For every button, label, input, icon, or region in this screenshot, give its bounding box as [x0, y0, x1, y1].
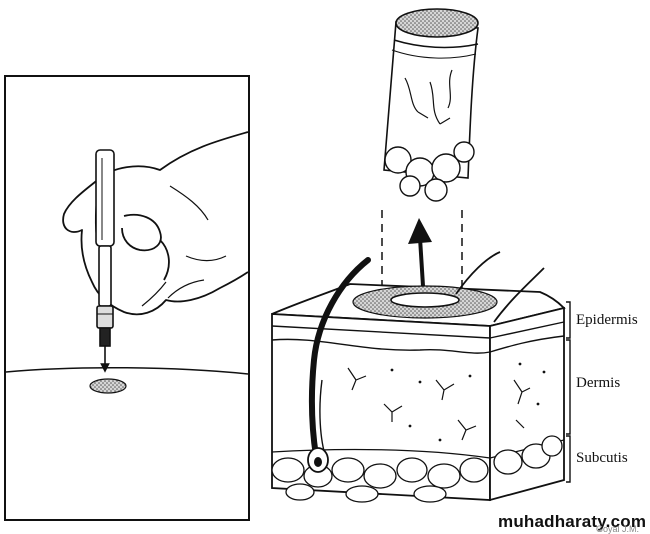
biopsy-punch-instrument — [95, 149, 115, 373]
hair-follicle — [307, 257, 371, 473]
lesion-spot — [89, 378, 127, 394]
dermis-label: Dermis — [576, 375, 621, 391]
layer-brackets — [566, 301, 571, 483]
epidermis-label: Epidermis — [576, 312, 638, 328]
watermark-tag: Goyal J.M. — [596, 524, 640, 534]
excised-tissue-core — [383, 8, 479, 202]
skin-surface-line — [5, 366, 249, 375]
subcutis-label: Subcutis — [576, 450, 628, 466]
watermark-site: muhadharaty.com — [498, 512, 647, 531]
punch-application-panel — [4, 75, 250, 521]
surface-hairs — [455, 251, 545, 323]
